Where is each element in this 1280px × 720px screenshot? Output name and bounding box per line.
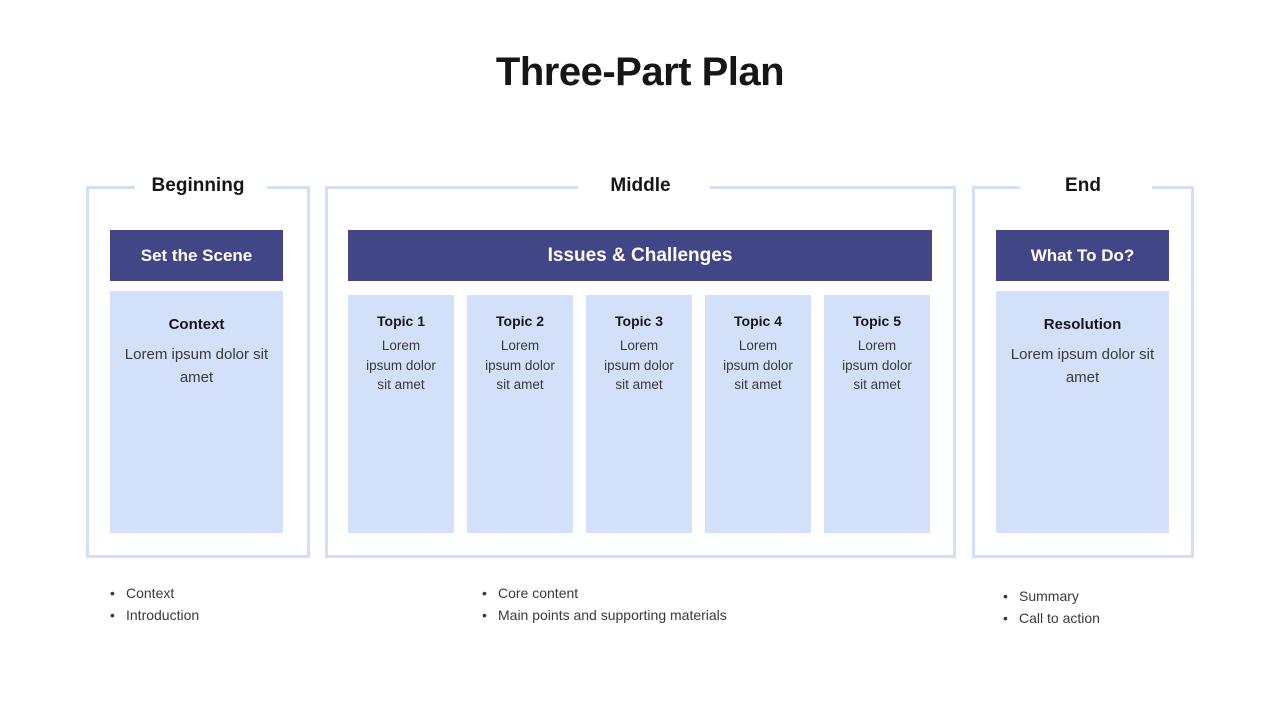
topic-card-4-body: Lorem ipsum dolor sit amet: [723, 338, 793, 393]
section-label-beginning: Beginning: [151, 175, 245, 196]
content-panel-end[interactable]: Resolution Lorem ipsum dolor sit amet: [996, 291, 1169, 533]
bullet-dot-icon: •: [1003, 610, 1008, 627]
topic-card-4-title: Topic 4: [734, 313, 782, 329]
section-label-end: End: [1065, 175, 1101, 196]
list-item-label: Main points and supporting materials: [498, 607, 727, 624]
bullet-list-beginning: • Context • Introduction: [110, 582, 199, 627]
list-item-label: Introduction: [126, 607, 200, 624]
content-panel-beginning-title: Context: [168, 316, 225, 333]
page-title: Three-Part Plan: [495, 50, 785, 94]
topic-card-5-title: Topic 5: [853, 313, 901, 329]
content-panel-beginning-body: Lorem ipsum dolor sit amet: [124, 345, 269, 386]
topic-card-2-body: Lorem ipsum dolor sit amet: [485, 338, 555, 393]
list-item: • Core content: [482, 582, 727, 604]
list-item-label: Core content: [498, 585, 579, 601]
topic-card-1[interactable]: Topic 1 Lorem ipsum dolor sit amet: [348, 295, 454, 533]
section-label-middle: Middle: [610, 175, 671, 196]
topic-card-5-body: Lorem ipsum dolor sit amet: [842, 338, 912, 393]
section-header-bar-end[interactable]: What To Do?: [996, 230, 1169, 281]
topic-card-1-body: Lorem ipsum dolor sit amet: [366, 338, 436, 393]
bullet-dot-icon: •: [482, 585, 487, 601]
topic-card-2-title: Topic 2: [496, 313, 544, 329]
list-item-label: Call to action: [1019, 610, 1100, 627]
list-item: • Introduction: [110, 604, 199, 626]
section-header-bar-end-label: What To Do?: [1030, 245, 1135, 265]
topic-card-5[interactable]: Topic 5 Lorem ipsum dolor sit amet: [824, 295, 930, 533]
section-header-bar-beginning[interactable]: Set the Scene: [110, 230, 283, 281]
frame-notch-end: [1020, 183, 1152, 195]
bullet-dot-icon: •: [110, 607, 115, 624]
topic-card-4[interactable]: Topic 4 Lorem ipsum dolor sit amet: [705, 295, 811, 533]
section-frame-middle: [325, 183, 956, 558]
list-item-label: Context: [126, 585, 175, 601]
bullet-list-end: • Summary • Call to action: [1003, 585, 1100, 630]
list-item: • Summary: [1003, 585, 1100, 607]
topic-card-1-title: Topic 1: [377, 313, 425, 329]
section-frame-beginning: [86, 183, 310, 558]
content-panel-end-body: Lorem ipsum dolor sit amet: [1010, 345, 1155, 386]
list-item: • Call to action: [1003, 607, 1100, 629]
section-header-bar-middle[interactable]: Issues & Challenges: [348, 230, 932, 281]
section-header-bar-beginning-label: Set the Scene: [140, 245, 253, 265]
bullet-list-middle: • Core content • Main points and support…: [482, 582, 727, 627]
bullet-dot-icon: •: [1003, 588, 1008, 604]
bullet-dot-icon: •: [110, 585, 115, 601]
bullet-dot-icon: •: [482, 607, 487, 624]
content-panel-beginning[interactable]: Context Lorem ipsum dolor sit amet: [110, 291, 283, 533]
topic-card-3-title: Topic 3: [615, 313, 663, 329]
list-item: • Context: [110, 582, 199, 604]
topic-card-2[interactable]: Topic 2 Lorem ipsum dolor sit amet: [467, 295, 573, 533]
topic-card-3[interactable]: Topic 3 Lorem ipsum dolor sit amet: [586, 295, 692, 533]
section-frame-end: [972, 183, 1194, 558]
list-item-label: Summary: [1019, 588, 1079, 604]
topic-card-3-body: Lorem ipsum dolor sit amet: [604, 338, 674, 393]
content-panel-end-title: Resolution: [1043, 316, 1122, 333]
section-header-bar-middle-label: Issues & Challenges: [547, 244, 733, 266]
list-item: • Main points and supporting materials: [482, 604, 727, 626]
frame-notch-middle: [578, 183, 710, 195]
frame-notch-beginning: [135, 183, 267, 195]
